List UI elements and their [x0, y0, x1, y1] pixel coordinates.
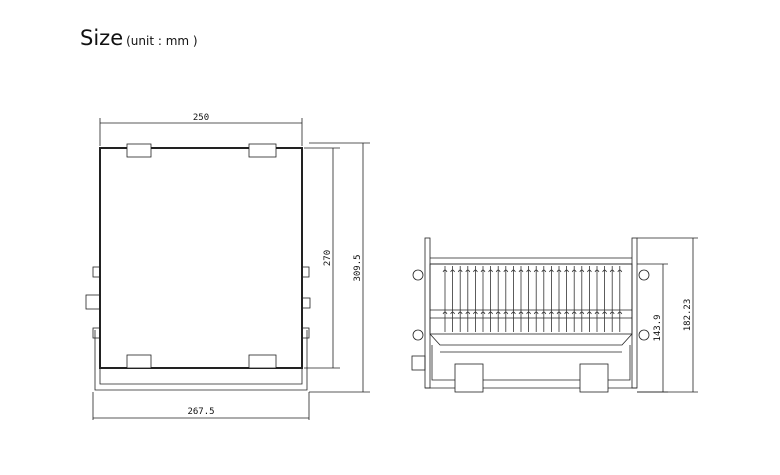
fin-tab	[541, 269, 547, 315]
heatsink-fins	[442, 266, 623, 332]
fin-tab	[526, 269, 531, 315]
cable-gland	[85, 294, 101, 310]
knob-right-bottom	[301, 327, 310, 339]
fin-tab	[533, 269, 539, 315]
dim-side-outer: 182.23	[683, 299, 693, 332]
dim-height-outer: 309.5	[353, 254, 363, 281]
fin-tab	[473, 269, 478, 315]
knob-left-top	[92, 266, 101, 278]
title-main: Size	[80, 26, 124, 50]
right-post	[631, 237, 638, 389]
bottom-left-clip	[126, 354, 152, 369]
dim-side-inner: 143.9	[653, 314, 663, 341]
page-title: Size(unit : mm )	[80, 26, 198, 50]
top-left-clip	[126, 143, 152, 158]
fin-tab	[549, 269, 554, 315]
screw-left-top	[412, 269, 424, 281]
fin-tab	[450, 269, 455, 315]
knob-right-mid	[301, 297, 311, 309]
side-clip-left	[454, 363, 484, 393]
title-unit: (unit : mm )	[126, 34, 198, 48]
bottom-right-clip	[248, 354, 277, 369]
front-panel	[99, 147, 303, 369]
fin-tab	[587, 269, 592, 315]
fin-tab	[609, 269, 615, 315]
bracket	[94, 330, 308, 391]
fin-tab	[465, 269, 471, 315]
top-right-clip	[248, 143, 277, 158]
front-view	[85, 118, 370, 420]
screw-right-bottom	[638, 329, 650, 341]
side-gland	[411, 355, 426, 371]
housing-top	[429, 333, 633, 346]
fin-tab	[594, 269, 600, 315]
dim-width-top: 250	[193, 113, 209, 123]
fin-tab	[511, 269, 516, 315]
fin-tab	[556, 269, 562, 315]
dim-height-inner: 270	[323, 250, 333, 266]
knob-right-top	[301, 266, 310, 278]
side-clip-right	[579, 363, 609, 393]
fin-tab	[564, 269, 569, 315]
fin-tab	[503, 269, 509, 315]
fin-tab	[480, 269, 486, 315]
heatsink	[429, 263, 633, 335]
screw-left-bottom	[412, 329, 424, 341]
fin-tab	[571, 269, 577, 315]
fin-tab	[602, 269, 607, 315]
fin-tab	[518, 269, 524, 315]
side-view	[411, 237, 698, 393]
left-post	[424, 237, 431, 389]
fin-tab	[442, 269, 448, 315]
fin-tab	[457, 269, 463, 315]
fin-tab	[488, 269, 493, 315]
knob-left-bottom	[92, 327, 101, 339]
fin-tab	[617, 269, 623, 315]
dim-width-bottom: 267.5	[187, 407, 214, 417]
screw-right-top	[638, 269, 650, 281]
fin-tab	[579, 269, 585, 315]
fin-tab	[495, 269, 501, 315]
